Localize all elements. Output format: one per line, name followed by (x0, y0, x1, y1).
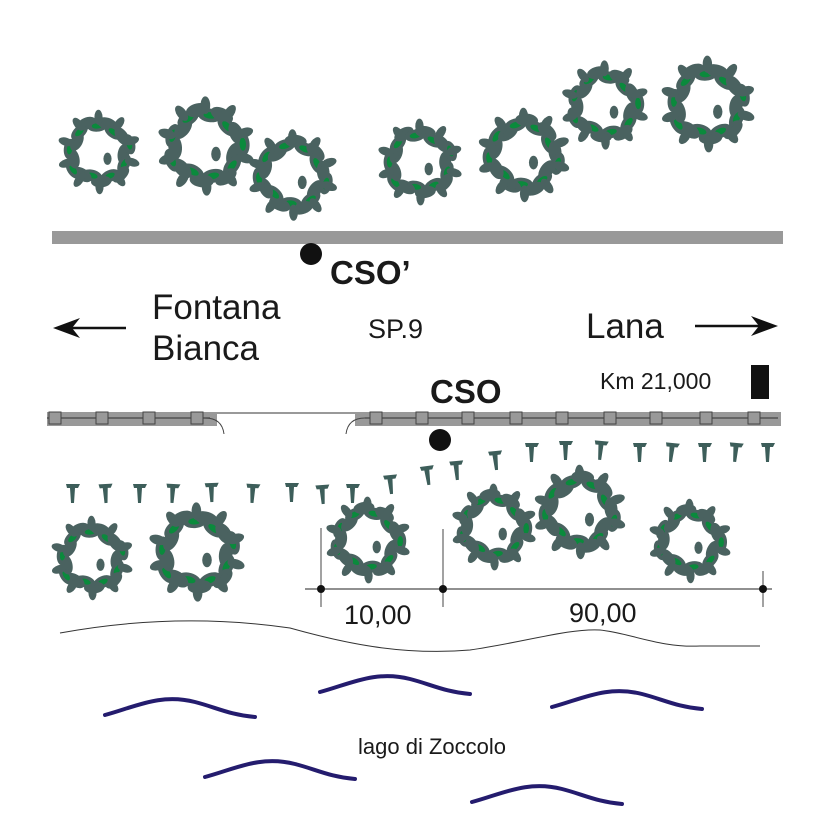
direction-right-label: Lana (586, 307, 664, 346)
water-wave (470, 784, 624, 806)
tree-icon (562, 60, 648, 150)
cso-point (429, 429, 451, 451)
guardrail-post (747, 411, 761, 425)
cso-prime-label: CSO’ (330, 254, 411, 291)
shrub-icon (633, 443, 647, 462)
shrub-icon (285, 483, 299, 502)
shrub-icon (488, 450, 503, 471)
direction-left-line2: Bianca (152, 329, 260, 368)
water-wave (103, 697, 257, 719)
guardrail-post (48, 411, 62, 425)
shrub-icon (166, 483, 181, 504)
guardrail-post (461, 411, 475, 425)
shrub-icon (729, 442, 744, 463)
tree-icon (326, 496, 410, 584)
dimension-label-90: 90,00 (569, 598, 637, 628)
tree-icon (249, 129, 337, 221)
tree-icon (58, 109, 140, 195)
guardrail-post (603, 411, 617, 425)
cso-prime-point (300, 243, 322, 265)
arrow-left-icon (53, 318, 126, 338)
guardrail-post (190, 411, 204, 425)
guardrail-post (369, 411, 383, 425)
shrub-icon (383, 474, 398, 495)
guardrail-post (142, 411, 156, 425)
tree-icon (378, 118, 462, 206)
dimension-line (305, 528, 772, 607)
shrub-icon (315, 484, 330, 505)
tree-icon (149, 502, 245, 602)
road-name-label: SP.9 (368, 314, 424, 344)
tree-group (51, 55, 755, 602)
water-wave (318, 674, 472, 696)
guardrail-post (509, 411, 523, 425)
cso-label: CSO (430, 373, 502, 410)
direction-left-line1: Fontana (152, 288, 281, 327)
water-wave (550, 689, 704, 711)
shrub-icon (204, 482, 219, 503)
tree-icon (158, 96, 254, 196)
guardrail-post (95, 411, 109, 425)
shrub-icon (66, 484, 80, 503)
shrub-icon (246, 483, 261, 504)
shrub-icon (449, 460, 464, 481)
shrub-icon (559, 441, 573, 460)
lake-label: lago di Zoccolo (358, 734, 506, 759)
shrub-icon (665, 442, 680, 463)
shrub-row (66, 440, 775, 505)
guardrail-post (555, 411, 569, 425)
guardrail-left (47, 412, 225, 435)
shrub-icon (419, 465, 434, 486)
shrub-icon (98, 483, 113, 504)
milestone-label: Km 21,000 (600, 368, 712, 394)
guardrail-post (649, 411, 663, 425)
guardrail-post (699, 411, 713, 425)
shrub-icon (346, 484, 360, 503)
road-edge-top (52, 231, 783, 244)
water-waves (103, 674, 704, 806)
shrub-icon (133, 484, 147, 503)
tree-icon (452, 483, 536, 571)
tree-icon (478, 107, 570, 203)
tree-icon (534, 464, 626, 560)
guardrail-post (415, 411, 429, 425)
tree-icon (649, 498, 731, 584)
shrub-icon (698, 443, 712, 462)
tree-icon (51, 515, 133, 601)
milestone-marker-icon (751, 365, 769, 399)
shrub-icon (594, 440, 609, 461)
water-wave (203, 759, 357, 781)
dimension-label-10: 10,00 (344, 600, 412, 630)
shrub-icon (761, 443, 775, 462)
shoreline (59, 620, 760, 652)
guardrail-posts (48, 411, 761, 425)
shrub-icon (525, 443, 539, 462)
tree-icon (661, 55, 755, 153)
arrow-right-icon (695, 316, 778, 336)
